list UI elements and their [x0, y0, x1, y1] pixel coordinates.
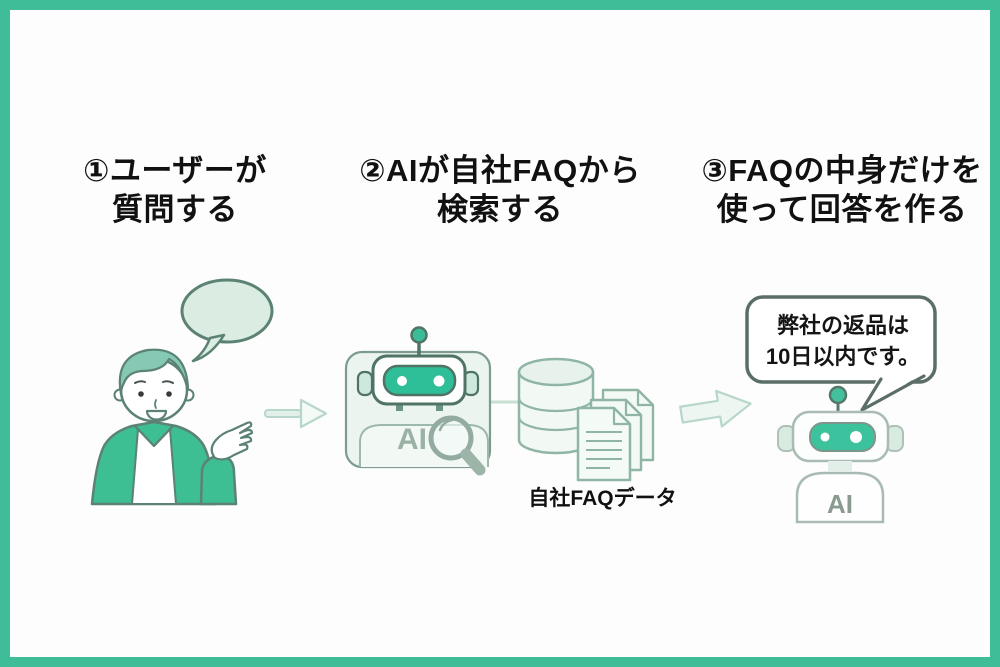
mouth: [145, 409, 168, 421]
search-icon: [428, 415, 486, 476]
ai-badge: AI: [827, 489, 853, 519]
search-ai-illustration: AI: [340, 318, 518, 483]
speech-bubble-icon: [745, 295, 937, 412]
robot-eye-right: [433, 375, 445, 387]
faq-data-label: 自社FAQデータ: [528, 487, 677, 510]
step-2-title: ②AIが自社FAQから 検索する: [350, 151, 650, 229]
step-2-title-line2: 検索する: [437, 192, 563, 227]
answer-bubble-line1: 弊社の返品は: [776, 313, 909, 338]
hand: [210, 421, 254, 461]
sleeve: [199, 454, 238, 506]
robot-icon: AI: [344, 326, 518, 476]
flow-arrow-2: [671, 378, 764, 441]
arrow-right-icon: [679, 389, 752, 428]
person-speaking-icon: [90, 278, 274, 506]
robot-eye-right: [850, 431, 862, 443]
antenna-ball: [828, 385, 848, 405]
answer-bubble-line2: 10日以内です。: [765, 344, 921, 369]
knowledge-icons: [517, 357, 655, 482]
step-1-title-line1: ①ユーザーが: [83, 153, 267, 188]
speech-bubble-icon: [180, 278, 274, 363]
robot-visor: [809, 422, 876, 452]
robot-eye-left: [820, 432, 830, 442]
step-3-title-line2: 使って回答を作る: [716, 192, 968, 227]
robot-body: [795, 471, 885, 524]
step-3-title: ③FAQの中身だけを 使って回答を作る: [692, 151, 990, 229]
step-3-title-line1: ③FAQの中身だけを: [701, 153, 983, 188]
person-body: [90, 348, 254, 506]
step-1-title-line2: 質問する: [112, 192, 238, 227]
left-ear: [356, 370, 374, 397]
robot-eye-left: [397, 376, 407, 386]
step-2-title-line1: ②AIが自社FAQから: [359, 153, 641, 188]
faq-data-illustration: [510, 348, 690, 488]
answer-bubble-text: 弊社の返品は 10日以内です。: [758, 310, 928, 372]
neck: [828, 461, 852, 471]
hair: [118, 348, 190, 396]
step-1-title: ①ユーザーが 質問する: [55, 151, 295, 229]
robot-visor: [382, 364, 457, 397]
antenna-ball: [410, 326, 428, 344]
documents-icon: [576, 388, 655, 482]
answer-ai-illustration: AI: [740, 290, 952, 530]
arrow-right-icon: [264, 398, 328, 429]
flow-arrow-1: [262, 396, 330, 430]
robot-icon: AI: [745, 295, 937, 524]
user-illustration: [70, 272, 280, 517]
database-icon: [517, 357, 595, 455]
ai-badge: AI: [397, 423, 427, 456]
answer-robot: AI: [777, 385, 904, 524]
